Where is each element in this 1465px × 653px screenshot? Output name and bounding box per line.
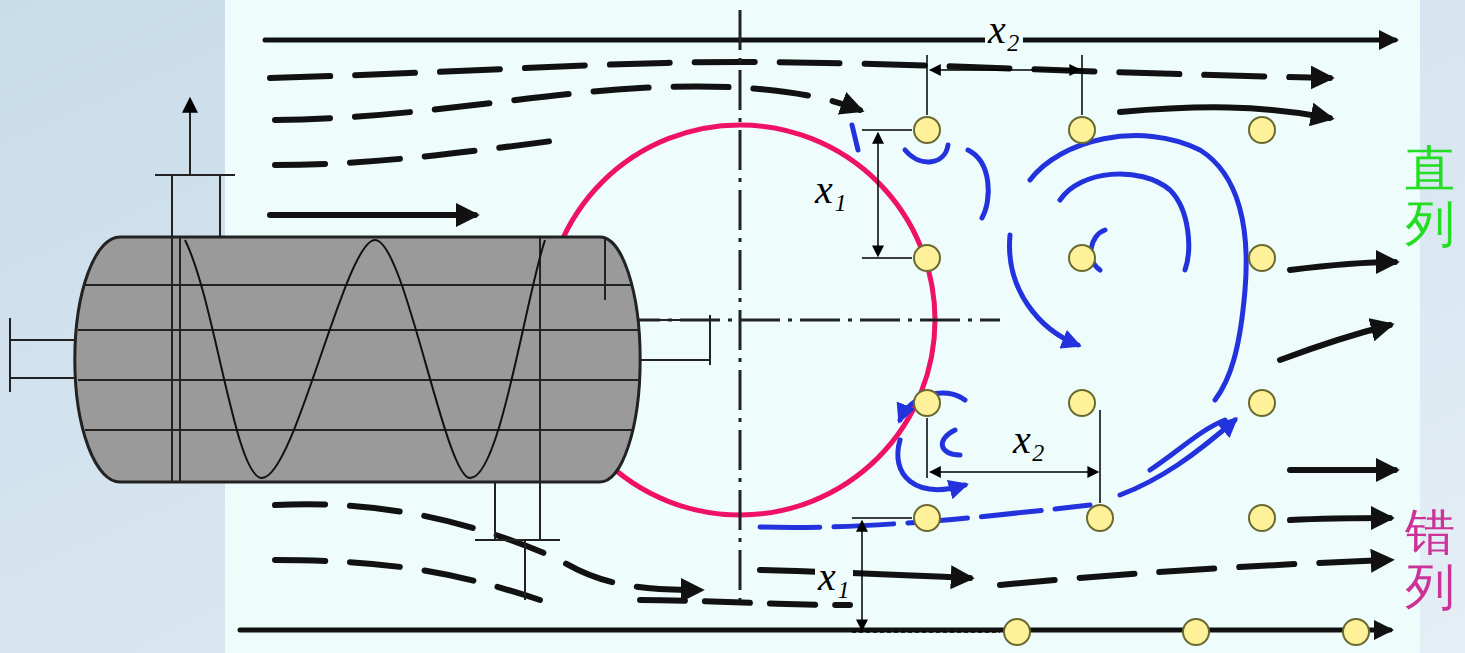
tube-circles — [914, 117, 1369, 645]
dimension-label: x₁ — [812, 168, 850, 212]
arrangement-label: 错列 — [1405, 505, 1455, 615]
dimension-label: x₁ — [815, 555, 853, 599]
dimension-label: x₂ — [1010, 418, 1048, 462]
arrangement-label: 直列 — [1405, 142, 1455, 252]
heat-exchanger — [10, 100, 710, 600]
dimension-label: x₂ — [985, 8, 1023, 52]
vortex-lines — [760, 125, 1246, 528]
dimension-lines — [852, 55, 1100, 632]
